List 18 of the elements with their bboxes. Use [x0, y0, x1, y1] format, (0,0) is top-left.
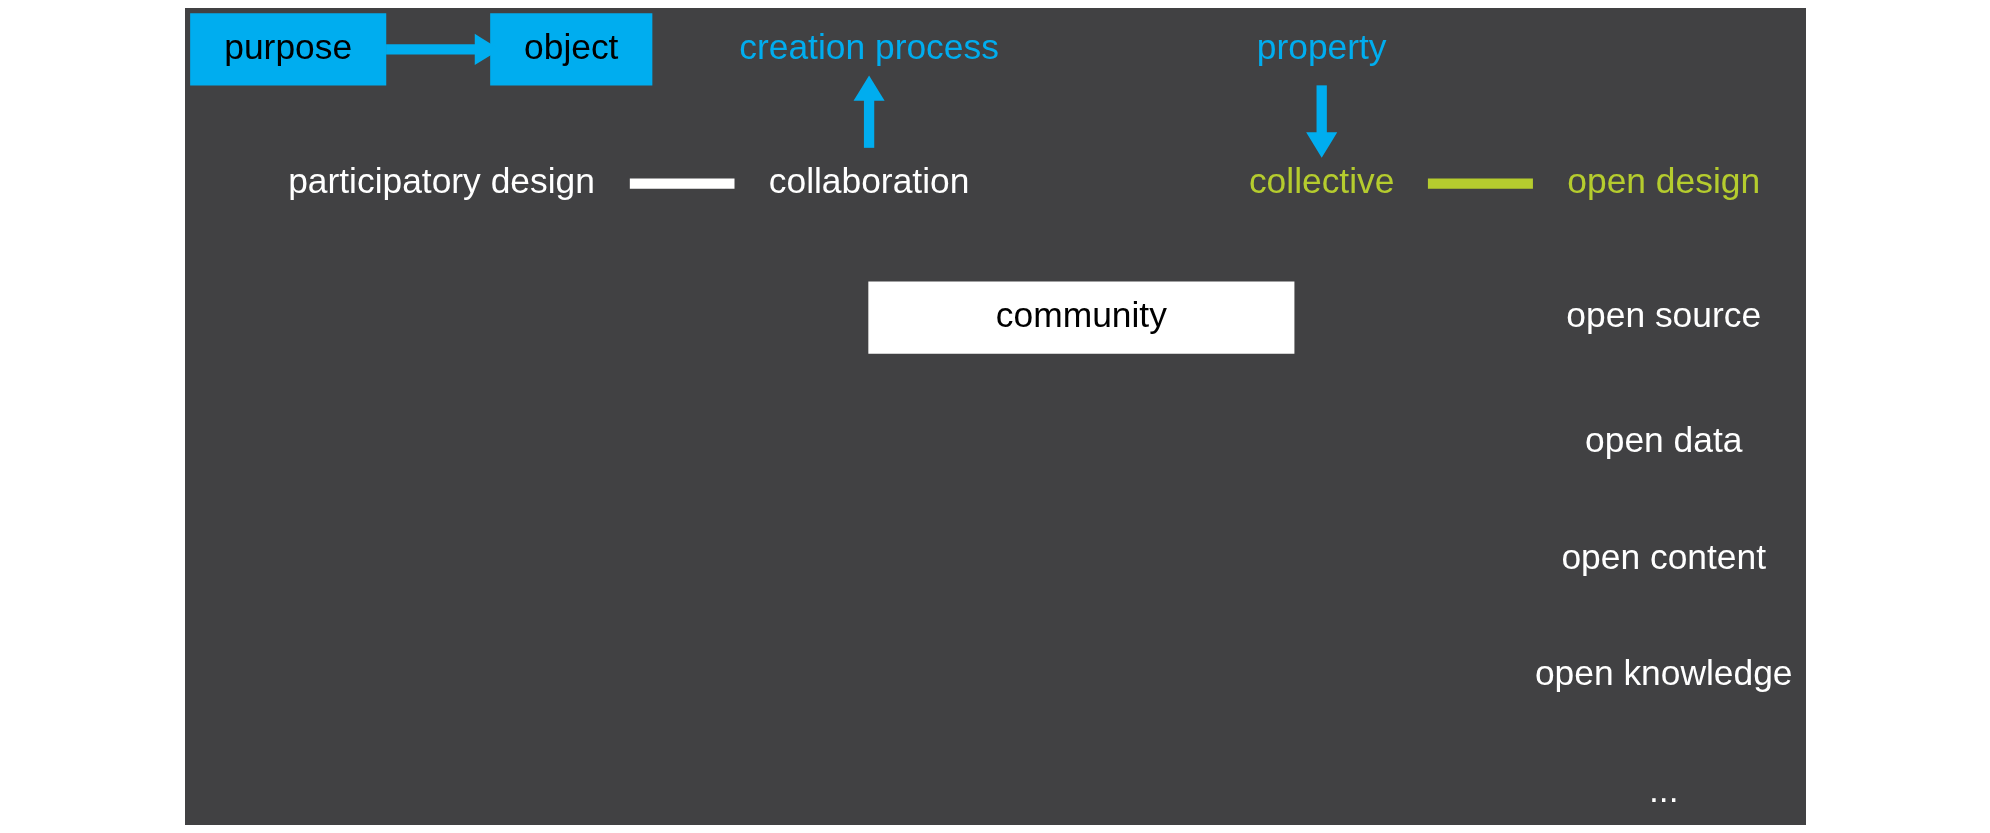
arrow: [853, 75, 885, 148]
node-text: property: [1256, 26, 1387, 66]
node-text: collective: [1248, 160, 1394, 200]
node-text: open design: [1566, 160, 1760, 200]
node-text: participatory design: [287, 160, 595, 200]
node-text: creation process: [738, 26, 999, 66]
node-box: community: [867, 281, 1294, 354]
arrow: [1305, 85, 1337, 158]
node-box: purpose: [189, 13, 386, 86]
node-text: collaboration: [768, 160, 969, 200]
connector: [629, 178, 734, 189]
label: open source: [1565, 294, 1761, 334]
label: ...: [1648, 769, 1678, 809]
label: open data: [1584, 420, 1742, 460]
connector: [1427, 178, 1533, 189]
label: open content: [1560, 536, 1766, 576]
node-box: object: [489, 13, 652, 86]
label: open knowledge: [1534, 653, 1793, 693]
